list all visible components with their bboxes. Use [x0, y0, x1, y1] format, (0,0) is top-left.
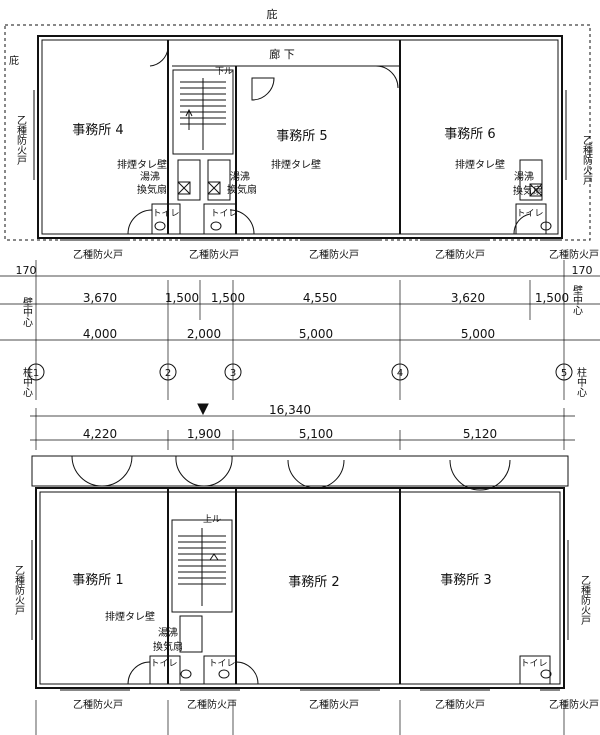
- fire-door-side-label: 乙種防火戸: [581, 135, 593, 186]
- upper-inner-wall: [41, 39, 559, 235]
- room-label-3: 事務所 3: [440, 573, 491, 588]
- fire-door-label: 乙種防火戸: [309, 248, 359, 261]
- fan-label: 換気扇: [153, 640, 183, 653]
- dim-row1: 1,500: [535, 291, 569, 305]
- pillar-center-label: 柱中心: [21, 366, 33, 397]
- water-heater-label: 湯沸: [158, 626, 178, 639]
- smoke-wall-label: 排煙タレ壁: [105, 610, 155, 623]
- eave-label: 庇: [267, 7, 278, 21]
- axis-marker-1: [27, 363, 45, 381]
- lower-stair-label: 上ル: [203, 514, 221, 525]
- lower-outer-wall: [35, 487, 565, 689]
- lower-inner-wall: [39, 491, 561, 685]
- toilet-label: トイレ: [208, 659, 235, 669]
- fire-door-label: 乙種防火戸: [73, 248, 123, 261]
- fire-door-side-label: 乙種防火戸: [579, 575, 591, 626]
- axis-marker-2: [159, 363, 177, 381]
- room-label-6: 事務所 6: [444, 127, 495, 142]
- dim-row2: 4,000: [83, 327, 117, 341]
- axis-marker-4: [391, 363, 409, 381]
- water-heater-label: 湯沸: [140, 170, 160, 183]
- smoke-wall-label: 排煙タレ壁: [271, 158, 321, 171]
- toilet-label: トイレ: [152, 209, 179, 219]
- axis-label: 5: [561, 368, 567, 379]
- toilet-label: トイレ: [210, 209, 237, 219]
- fire-door-label: 乙種防火戸: [549, 698, 599, 711]
- axis-label: 3: [230, 368, 236, 379]
- fan-label: 換気扇: [513, 184, 543, 197]
- dim-row2: 2,000: [187, 327, 221, 341]
- lower-stair: [171, 519, 233, 613]
- dim-row2: 5,000: [461, 327, 495, 341]
- dim-lower: 4,220: [83, 427, 117, 441]
- dim-lower: 1,900: [187, 427, 221, 441]
- dim-lower: 5,100: [299, 427, 333, 441]
- room-label-5: 事務所 5: [276, 129, 327, 144]
- eave-outline: [4, 24, 591, 241]
- door-swing: [375, 65, 399, 89]
- upper-outer-wall: [37, 35, 563, 239]
- water-heater-label: 湯沸: [514, 170, 534, 183]
- axis-marker-3: [224, 363, 242, 381]
- dim-170-left: 170: [16, 264, 37, 277]
- wall-center-label: 壁中心: [21, 296, 33, 327]
- dim-row1: 3,670: [83, 291, 117, 305]
- smoke-wall-label: 排煙タレ壁: [455, 158, 505, 171]
- door-swing: [149, 47, 169, 67]
- fire-door-label: 乙種防火戸: [309, 698, 359, 711]
- lower-canopy: [31, 455, 569, 487]
- door-swing: [251, 77, 275, 101]
- dim-lower: 5,120: [463, 427, 497, 441]
- fan-label: 換気扇: [227, 183, 257, 196]
- total-dimension: 16,340: [269, 403, 311, 417]
- door-swing: [71, 455, 103, 487]
- smoke-wall-label: 排煙タレ壁: [117, 158, 167, 171]
- dim-170-right: 170: [572, 264, 593, 277]
- dim-row1: 1,500: [165, 291, 199, 305]
- wall-center-label: 壁中心: [571, 284, 583, 315]
- upper-stair: [172, 69, 234, 155]
- room-label-1: 事務所 1: [72, 573, 123, 588]
- toilet-label: トイレ: [520, 659, 547, 669]
- room-label-2: 事務所 2: [288, 575, 339, 590]
- axis-label: 1: [33, 368, 39, 379]
- dim-row1: 4,550: [303, 291, 337, 305]
- axis-label: 4: [397, 368, 403, 379]
- fire-door-side-label: 乙種防火戸: [13, 565, 25, 616]
- axis-label: 2: [165, 368, 171, 379]
- room-label-4: 事務所 4: [72, 123, 123, 138]
- dim-row2: 5,000: [299, 327, 333, 341]
- pillar-center-label: 柱中心: [575, 366, 587, 397]
- fire-door-label: 乙種防火戸: [189, 248, 239, 261]
- fire-door-side-label: 乙種防火戸: [15, 115, 27, 166]
- fan-label: 換気扇: [137, 183, 167, 196]
- dim-row1: 3,620: [451, 291, 485, 305]
- fire-door-label: 乙種防火戸: [435, 698, 485, 711]
- water-heater-label: 湯沸: [230, 170, 250, 183]
- dim-row1: 1,500: [211, 291, 245, 305]
- corridor-label: 廊 下: [269, 47, 295, 61]
- fire-door-label: 乙種防火戸: [73, 698, 123, 711]
- section-arrow: [197, 403, 209, 416]
- fire-door-label: 乙種防火戸: [549, 248, 599, 261]
- upper-stair-label: 下ル: [215, 67, 233, 77]
- axis-marker-5: [555, 363, 573, 381]
- eave-side-label: 庇: [9, 54, 19, 67]
- fire-door-label: 乙種防火戸: [435, 248, 485, 261]
- toilet-label: トイレ: [150, 659, 177, 669]
- fire-door-label: 乙種防火戸: [187, 698, 237, 711]
- toilet-label: トイレ: [516, 209, 543, 219]
